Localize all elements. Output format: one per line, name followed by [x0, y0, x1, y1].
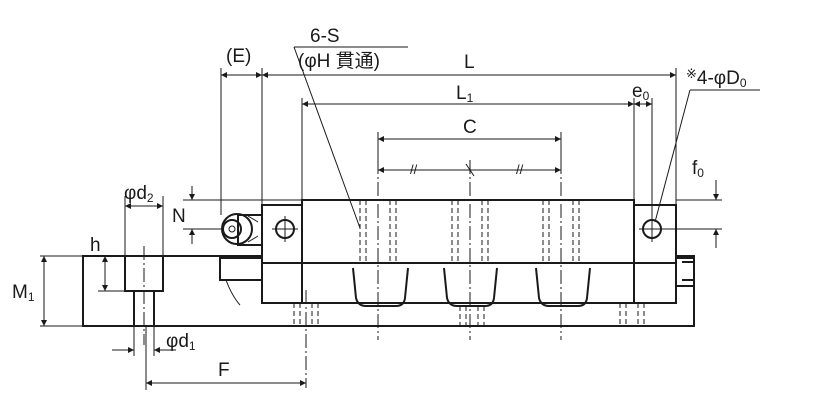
label-M1-main: M [12, 282, 28, 303]
label-e0: e0 [632, 81, 650, 103]
label-L: L [464, 52, 475, 73]
d0-holes [272, 216, 665, 242]
label-L1-sub: 1 [467, 91, 474, 105]
label-d1: φd1 [166, 331, 196, 353]
hidden-through-holes [293, 200, 645, 326]
label-S-hole: (φH 貫通) [298, 50, 380, 72]
label-f0-main: f [692, 158, 698, 179]
label-equal-2: // [516, 162, 524, 177]
label-N: N [172, 206, 186, 227]
label-D0-note: ※ [686, 66, 697, 81]
label-C: C [463, 117, 477, 138]
label-M1-sub: 1 [28, 290, 35, 304]
carriage-block [261, 199, 677, 304]
extension-lines [40, 68, 722, 390]
label-d2-main: φd [124, 183, 147, 204]
label-d1-sub: 1 [189, 339, 196, 353]
label-e0-main: e [632, 81, 643, 102]
label-L1-main: L [456, 83, 467, 104]
label-L1: L1 [456, 83, 474, 105]
label-E: (E) [226, 46, 251, 67]
dim-pitch-mid [465, 163, 475, 177]
block-slots [352, 267, 591, 307]
rail-bolt-hole [124, 246, 164, 345]
label-equal-1: // [410, 162, 418, 177]
label-D0-main: 4-φD [697, 68, 740, 89]
center-lines [305, 160, 562, 388]
label-f0-sub: 0 [697, 166, 704, 180]
label-D0-sub: 0 [740, 76, 747, 90]
label-f0: f0 [692, 158, 704, 180]
label-D0: ※4-φD0 [686, 66, 747, 90]
leader-lines [293, 46, 760, 229]
label-d2: φd2 [124, 183, 154, 205]
grease-nipple [221, 213, 263, 246]
rail-ends [219, 257, 695, 306]
label-d2-sub: 2 [147, 191, 154, 205]
label-M1: M1 [12, 282, 35, 304]
label-e0-sub: 0 [643, 89, 650, 103]
label-d1-main: φd [166, 331, 189, 352]
label-F: F [218, 360, 230, 381]
label-h: h [90, 235, 101, 256]
label-S-count: 6-S [310, 26, 340, 47]
